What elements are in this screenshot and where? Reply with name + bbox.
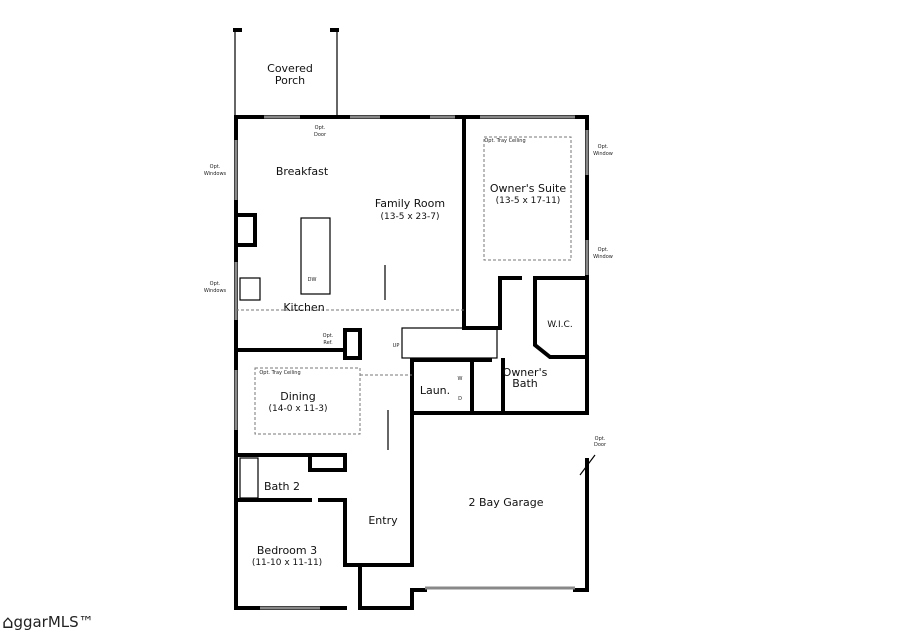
label-covered-porch-1: Covered — [267, 62, 313, 75]
stairs — [384, 265, 498, 450]
note-opt-window-b2: Window — [593, 254, 613, 260]
label-dining-dims: (14-0 x 11-3) — [269, 404, 328, 414]
label-entry: Entry — [368, 514, 398, 527]
note-opt-windows: Opt. — [210, 164, 221, 170]
label-owners-bath-2: Bath — [512, 377, 538, 390]
label-bath2: Bath 2 — [264, 480, 300, 493]
mls-logo: ⌂ ggarMLS™ — [2, 608, 94, 636]
note-opt-window-b: Opt. — [598, 247, 609, 253]
label-owners-suite-dims: (13-5 x 17-11) — [496, 196, 561, 206]
label-family-room-dims: (13-5 x 23-7) — [381, 212, 440, 222]
label-wic: W.I.C. — [547, 320, 572, 330]
label-family-room: Family Room — [375, 197, 445, 210]
note-tray-ceiling-dining: Opt. Tray Ceiling — [259, 370, 300, 376]
label-kitchen: Kitchen — [283, 301, 324, 314]
covered-porch — [233, 28, 339, 117]
note-opt-windows-2: Windows — [204, 171, 227, 177]
label-owners-suite: Owner's Suite — [490, 182, 566, 195]
dashed-lines — [236, 136, 596, 499]
label-laundry: Laun. — [420, 384, 450, 397]
note-opt-window-2: Window — [593, 151, 613, 157]
note-opt-garage-door-2: Door — [594, 442, 607, 448]
label-bedroom3: Bedroom 3 — [257, 544, 317, 557]
note-opt-windows-b2: Windows — [204, 288, 227, 294]
label-garage: 2 Bay Garage — [468, 496, 543, 509]
note-dryer: D — [458, 396, 462, 402]
note-opt-ref: Opt. — [323, 333, 334, 339]
label-dining: Dining — [280, 390, 316, 403]
logo-text: ggarMLS™ — [13, 613, 94, 631]
label-breakfast: Breakfast — [276, 165, 329, 178]
note-dishwasher: DW — [308, 277, 317, 283]
house-icon: ⌂ — [2, 611, 14, 633]
note-opt-door-2: Door — [314, 132, 327, 138]
note-washer: W — [458, 376, 463, 382]
interior-walls — [234, 115, 589, 610]
label-bedroom3-dims: (11-10 x 11-11) — [252, 558, 322, 568]
note-stairs-up: UP — [393, 343, 400, 349]
note-opt-windows-b: Opt. — [210, 281, 221, 287]
label-owners-bath-1: Owner's — [503, 366, 548, 379]
note-opt-ref-2: Ref. — [323, 340, 333, 346]
note-opt-garage-door: Opt. — [595, 436, 606, 442]
note-opt-window: Opt. — [598, 144, 609, 150]
label-covered-porch-2: Porch — [275, 74, 305, 87]
note-tray-ceiling-suite: Opt. Tray Ceiling — [484, 138, 525, 144]
note-opt-door: Opt. — [315, 125, 326, 131]
